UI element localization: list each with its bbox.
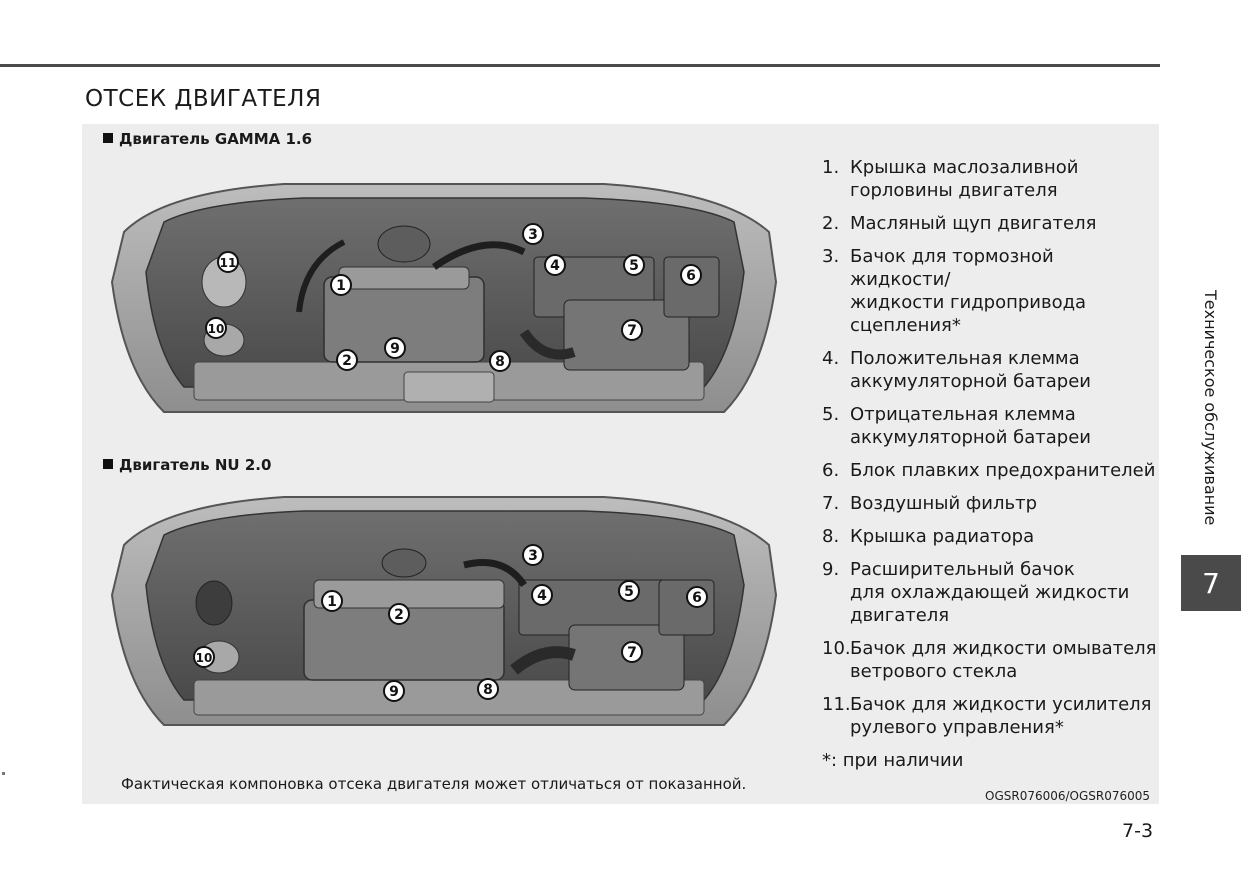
- callout-9: 9: [389, 684, 399, 700]
- margin-mark: [2, 772, 5, 775]
- square-bullet-icon: [103, 133, 113, 143]
- top-rule: [0, 64, 1160, 67]
- callout-6: 6: [686, 268, 696, 284]
- callout-7: 7: [627, 645, 637, 661]
- engine-label-gamma: Двигатель GAMMA 1.6: [103, 130, 312, 148]
- chapter-tab: 7: [1181, 555, 1241, 611]
- callout-5: 5: [624, 584, 634, 600]
- figure-caption: Фактическая компоновка отсека двигателя …: [121, 775, 747, 793]
- legend-item: 6.Блок плавких предохранителей: [822, 460, 1156, 481]
- chapter-number: 7: [1202, 566, 1220, 600]
- callout-1: 1: [327, 594, 337, 610]
- legend-item: 3.Бачок для тормозной жидкости/жидкости …: [822, 246, 1087, 336]
- callout-4: 4: [537, 588, 547, 604]
- legend-item: 7.Воздушный фильтр: [822, 493, 1038, 514]
- callout-7: 7: [627, 323, 637, 339]
- callout-8: 8: [483, 682, 493, 698]
- legend-item: 2.Масляный щуп двигателя: [822, 213, 1097, 234]
- callout-2: 2: [394, 607, 404, 623]
- page-number: 7-3: [1122, 820, 1154, 842]
- callout-8: 8: [495, 354, 505, 370]
- callout-9: 9: [390, 341, 400, 357]
- engine-illustration-nu: 1 2 3 4 5 6 7 8 9 10: [104, 485, 784, 765]
- engine-label-nu: Двигатель NU 2.0: [103, 456, 271, 474]
- legend-footnote: *: при наличии: [822, 750, 964, 771]
- page-title: ОТСЕК ДВИГАТЕЛЯ: [85, 86, 322, 112]
- callout-3: 3: [528, 227, 538, 243]
- callout-4: 4: [550, 258, 560, 274]
- callout-10: 10: [208, 322, 225, 336]
- callout-6: 6: [692, 590, 702, 606]
- callout-2: 2: [342, 353, 352, 369]
- engine-illustration-gamma: 1 2 3 4 5 6 7 8 9 10 11: [104, 172, 784, 452]
- square-bullet-icon: [103, 459, 113, 469]
- chapter-title: Техническое обслуживание: [1201, 290, 1220, 526]
- callout-3: 3: [528, 548, 538, 564]
- image-code: OGSR076006/OGSR076005: [985, 789, 1151, 803]
- callout-5: 5: [629, 258, 639, 274]
- legend-item: 8.Крышка радиатора: [822, 526, 1035, 547]
- callout-10: 10: [196, 651, 213, 665]
- callout-11: 11: [220, 256, 237, 270]
- callout-1: 1: [336, 278, 346, 294]
